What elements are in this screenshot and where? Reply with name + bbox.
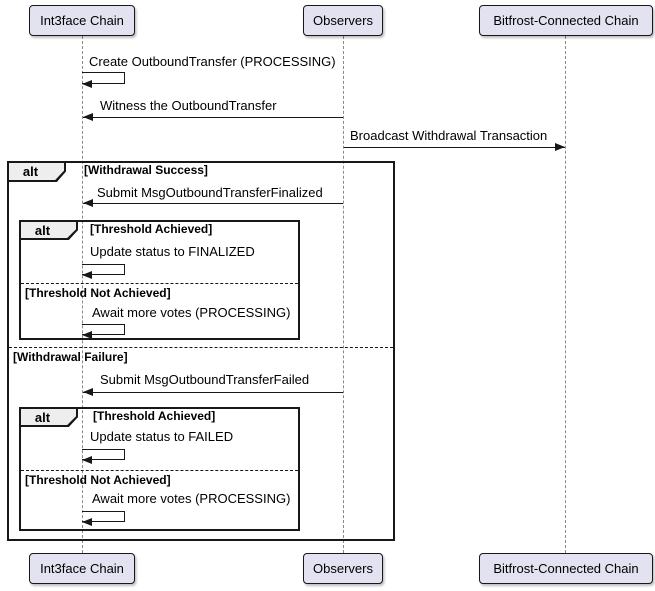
message-label-submit-finalized: Submit MsgOutboundTransferFinalized	[97, 185, 323, 200]
lifeline-bitfrost-connected-chain	[565, 36, 566, 553]
participant-observers-top: Observers	[303, 5, 383, 36]
lifeline-int3face-chain	[82, 36, 83, 553]
alt-frame-inner-success	[19, 220, 300, 340]
participant-label: Bitfrost-Connected Chain	[493, 561, 639, 576]
guard-threshold-not-achieved: [Threshold Not Achieved]	[25, 286, 171, 300]
arrowhead-right-icon	[555, 143, 565, 151]
message-label-create-outbound-transfer: Create OutboundTransfer (PROCESSING)	[89, 54, 336, 69]
arrowhead-left-icon	[82, 271, 92, 279]
guard-threshold-not-achieved: [Threshold Not Achieved]	[25, 473, 171, 487]
participant-label: Int3face Chain	[40, 13, 124, 28]
alt-operator-pentagon-fill: alt	[21, 222, 76, 238]
alt-operator-pentagon-fill: alt	[9, 163, 64, 180]
alt-operator-label: alt	[22, 164, 39, 179]
participant-label: Int3face Chain	[40, 561, 124, 576]
message-label-await-votes-failure: Await more votes (PROCESSING)	[92, 491, 291, 506]
participant-label: Observers	[313, 13, 373, 28]
arrowhead-left-icon	[82, 456, 92, 464]
alt-divider	[9, 347, 393, 348]
guard-withdrawal-success: [Withdrawal Success]	[84, 163, 208, 177]
message-label-broadcast-withdrawal: Broadcast Withdrawal Transaction	[350, 128, 548, 143]
self-message-loop	[82, 72, 125, 84]
message-line	[83, 117, 343, 118]
message-label-submit-failed: Submit MsgOutboundTransferFailed	[100, 372, 310, 387]
arrowhead-left-icon	[82, 331, 92, 339]
guard-threshold-achieved: [Threshold Achieved]	[93, 409, 216, 423]
guard-threshold-achieved: [Threshold Achieved]	[90, 222, 213, 236]
participant-bitfrost-chain-bottom: Bitfrost-Connected Chain	[479, 553, 653, 584]
alt-operator-label: alt	[34, 222, 51, 238]
message-label-update-failed: Update status to FAILED	[90, 429, 234, 444]
message-label-await-votes-success: Await more votes (PROCESSING)	[92, 305, 291, 320]
message-line	[83, 203, 343, 204]
participant-label: Bitfrost-Connected Chain	[493, 13, 639, 28]
alt-operator-label: alt	[34, 409, 51, 425]
self-message-loop	[82, 449, 125, 460]
alt-divider	[21, 283, 298, 284]
guard-withdrawal-failure: [Withdrawal Failure]	[13, 350, 128, 364]
arrowhead-left-icon	[83, 113, 93, 121]
participant-observers-bottom: Observers	[303, 553, 383, 584]
arrowhead-left-icon	[82, 518, 92, 526]
lifeline-observers	[343, 36, 344, 553]
message-label-update-finalized: Update status to FINALIZED	[90, 244, 255, 259]
alt-operator-pentagon-fill: alt	[21, 409, 76, 425]
alt-frame-inner-failure	[19, 407, 300, 531]
participant-int3face-chain-top: Int3face Chain	[29, 5, 135, 36]
self-message-loop	[82, 264, 125, 275]
self-message-loop	[82, 324, 125, 335]
arrowhead-left-icon	[82, 80, 92, 88]
alt-frame-outer	[7, 161, 395, 541]
message-line	[83, 392, 343, 393]
arrowhead-left-icon	[83, 388, 93, 396]
arrowhead-left-icon	[83, 199, 93, 207]
participant-bitfrost-chain-top: Bitfrost-Connected Chain	[479, 5, 653, 36]
message-label-witness-outbound-transfer: Witness the OutboundTransfer	[100, 98, 277, 113]
participant-int3face-chain-bottom: Int3face Chain	[29, 553, 135, 584]
message-line	[344, 147, 565, 148]
participant-label: Observers	[313, 561, 373, 576]
alt-divider	[21, 470, 298, 471]
self-message-loop	[82, 511, 125, 522]
